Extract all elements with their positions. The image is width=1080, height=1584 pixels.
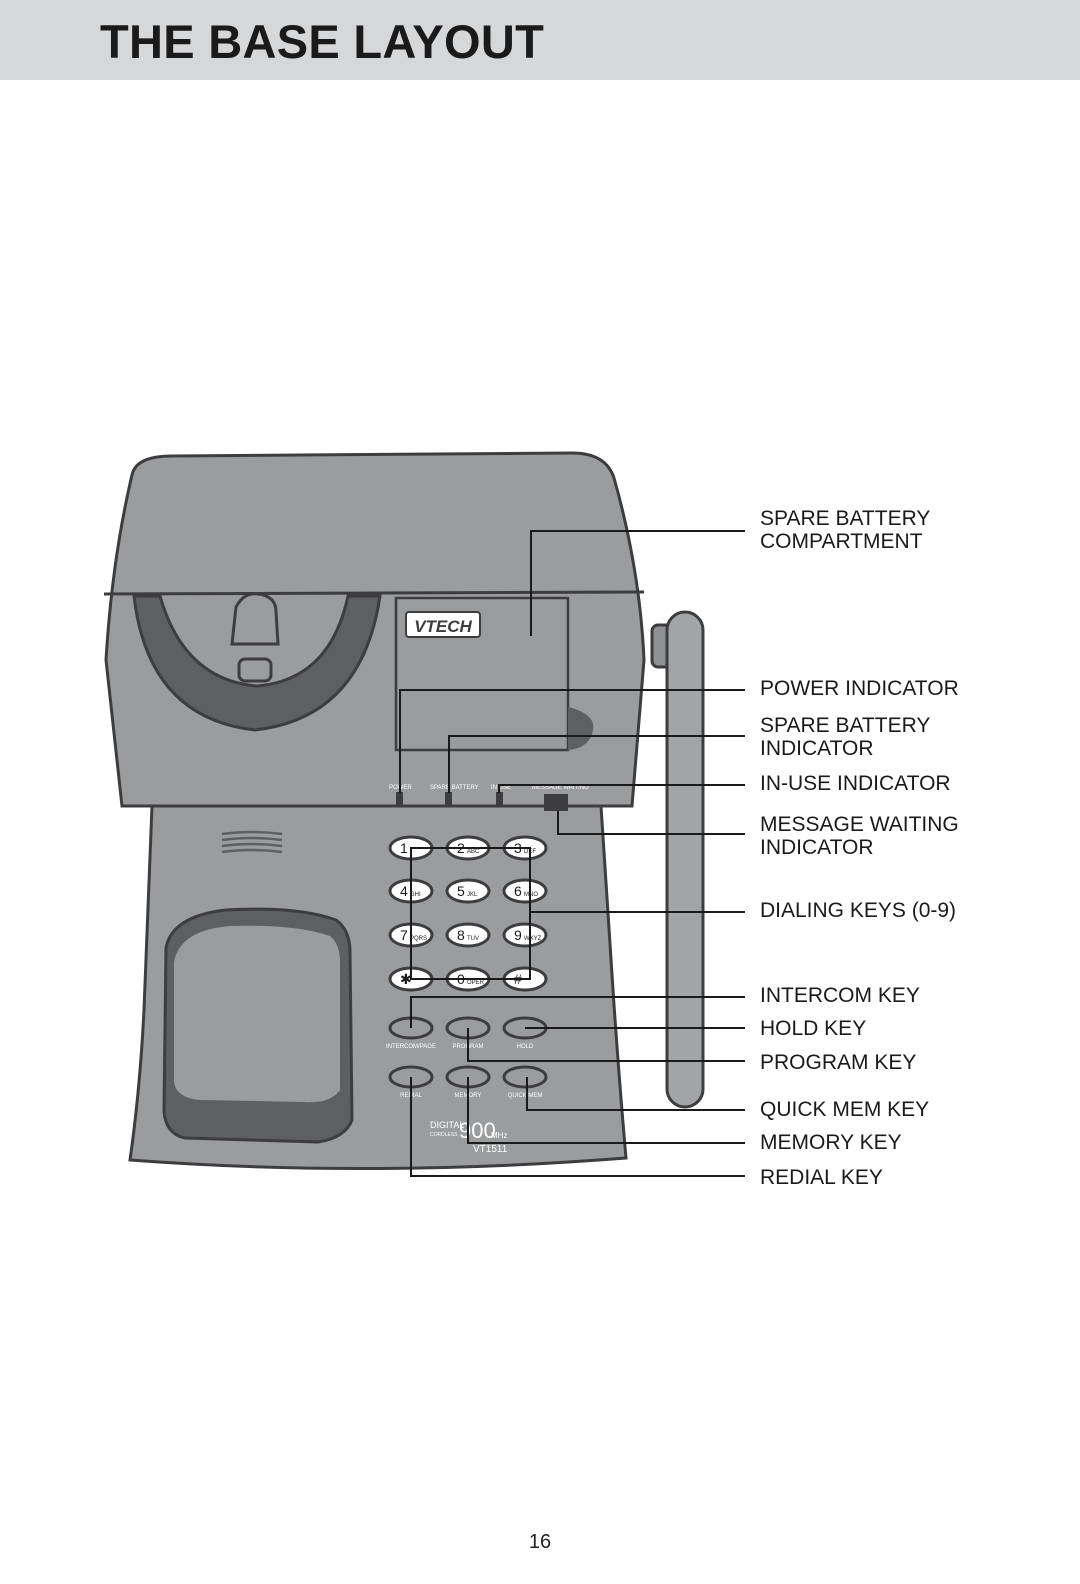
function-label-quick-mem: QUICK MEM — [508, 1093, 543, 1099]
leader-memory-key — [467, 1077, 745, 1144]
dial-key-digit: ✱ — [400, 971, 412, 987]
dial-key-letters: MNO — [524, 892, 538, 898]
spare-battery-indicator — [445, 792, 452, 805]
callout-hold-key: HOLD KEY — [760, 1017, 867, 1040]
dial-key-cap[interactable] — [502, 878, 548, 904]
dial-key-digit: 4 — [400, 883, 408, 899]
cradle-recess — [132, 594, 382, 732]
leader-intercom-key — [410, 996, 745, 1028]
power-indicator — [396, 792, 403, 805]
callout-spare-battery-compartment: SPARE BATTERY COMPARTMENT — [760, 507, 931, 553]
leader-spare-battery-indicator — [448, 735, 745, 793]
callout-power-indicator: POWER INDICATOR — [760, 677, 959, 700]
header-band — [0, 0, 1080, 80]
svg-text:DIGITAL: DIGITAL — [430, 1120, 464, 1130]
leader-in-use-indicator — [498, 784, 745, 793]
speaker-grille — [221, 830, 283, 854]
callout-redial-key: REDIAL KEY — [760, 1166, 883, 1189]
handset-rest-floor — [174, 925, 340, 1103]
dial-key-digit: 5 — [457, 883, 465, 899]
callout-spare-battery-indicator: SPARE BATTERY INDICATOR — [760, 714, 931, 760]
dial-key-digit: 8 — [457, 927, 465, 943]
dial-key-digit: 1 — [400, 840, 408, 856]
indicator-label-in-use: IN USE — [491, 785, 511, 791]
svg-text:VT1511: VT1511 — [473, 1144, 508, 1155]
leader-redial-key — [410, 1077, 745, 1177]
dial-key-letters: JKL — [467, 892, 478, 898]
svg-text:CORDLESS: CORDLESS — [430, 1132, 458, 1138]
leader-power-indicator — [399, 689, 745, 793]
cradle-hook — [230, 592, 280, 646]
leader-spare-battery-compartment — [530, 530, 745, 636]
callout-in-use-indicator: IN-USE INDICATOR — [760, 772, 951, 795]
callout-dialing-keys: DIALING KEYS (0-9) — [760, 899, 957, 922]
antenna — [650, 610, 705, 1109]
digital-900mhz-badge: DIGITAL CORDLESS 900 MHz VT1511 — [430, 1118, 508, 1155]
callout-memory-key: MEMORY KEY — [760, 1131, 902, 1154]
page-number: 16 — [528, 1531, 552, 1553]
message-waiting-indicator — [544, 794, 568, 811]
dial-key-digit: 6 — [514, 883, 522, 899]
cradle-band — [103, 590, 645, 596]
callout-message-waiting-indicator: MESSAGE WAITING INDICATOR — [760, 813, 959, 859]
dial-key-letters: WXYZ — [524, 936, 542, 942]
leader-dialing-keys — [410, 847, 531, 980]
dial-key-letters: OPER — [467, 980, 485, 986]
dial-key-cap[interactable] — [502, 922, 548, 948]
dial-key-letters: PQRS — [410, 936, 427, 942]
function-label-hold: HOLD — [517, 1044, 534, 1050]
indicator-label-spare-battery: SPARE BATTERY — [430, 785, 479, 791]
leader-message-waiting-indicator — [557, 811, 745, 835]
svg-text:900: 900 — [459, 1118, 496, 1143]
callout-intercom-key: INTERCOM KEY — [760, 984, 920, 1007]
compartment-latch — [568, 707, 594, 750]
leader-program-key — [467, 1028, 745, 1062]
quick-mem-key[interactable] — [502, 1065, 548, 1089]
dial-key-letters: TUV — [467, 936, 479, 942]
svg-text:VTECH: VTECH — [414, 617, 472, 636]
callout-program-key: PROGRAM KEY — [760, 1051, 917, 1074]
dial-key-cap[interactable] — [445, 878, 491, 904]
svg-text:MHz: MHz — [491, 1131, 507, 1140]
in-use-indicator — [496, 792, 503, 805]
indicator-label-message-waiting: MESSAGE WAITING — [532, 785, 589, 791]
dial-key-cap[interactable] — [445, 922, 491, 948]
vtech-logo: VTECH — [405, 611, 481, 638]
dial-key-letters: GHI — [410, 892, 421, 898]
dial-key-letters: ABC — [467, 849, 480, 855]
charge-contact — [237, 657, 273, 683]
callout-quick-mem-key: QUICK MEM KEY — [760, 1098, 930, 1121]
dial-key-digit: 9 — [514, 927, 522, 943]
leader-quick-mem-key — [526, 1077, 745, 1111]
leader-lines — [399, 530, 745, 1177]
dial-key-digit: 7 — [400, 927, 408, 943]
page-title: THE BASE LAYOUT — [100, 15, 545, 68]
function-label-intercom: INTERCOM/PAGE — [386, 1044, 436, 1050]
